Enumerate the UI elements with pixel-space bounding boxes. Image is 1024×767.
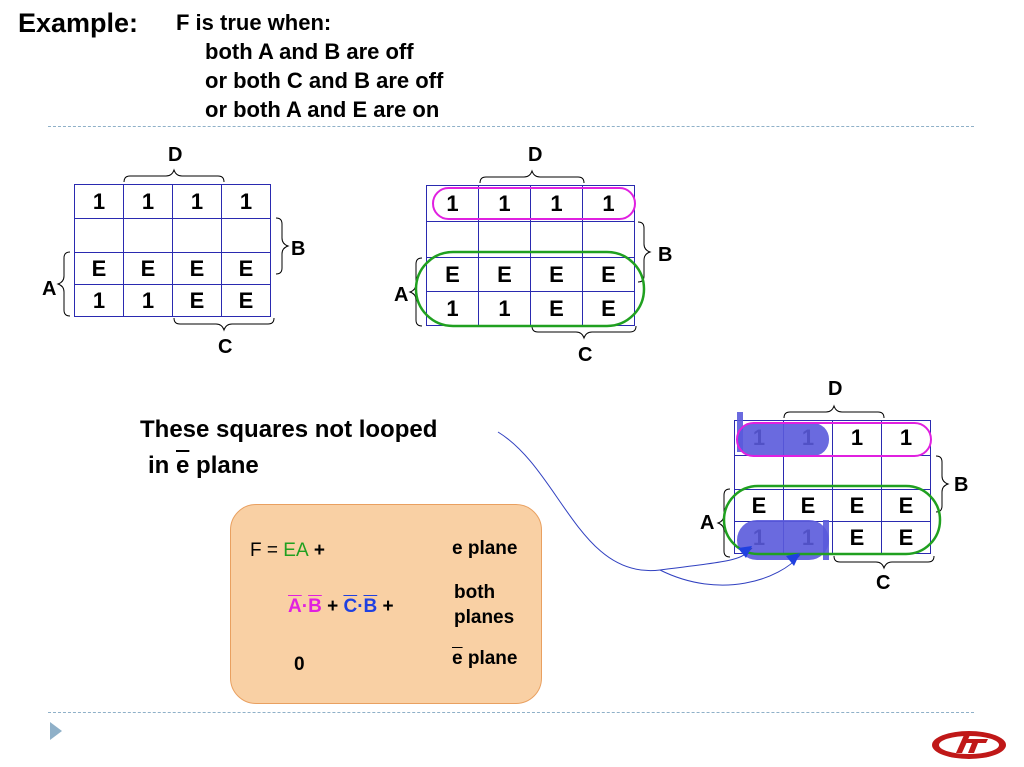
f-c-bar: C [343,596,358,617]
label-a: A [394,284,409,306]
brace-d [479,169,585,184]
brace-c [531,325,637,340]
shaded-column-strip [823,520,829,560]
divider-top [48,126,974,127]
condition-line: both A and B are off [205,39,414,64]
kmap-cell: E [881,489,931,522]
kmap-cell: 1 [221,184,271,219]
label-c: C [578,344,593,366]
condition-line: or both C and B are off [205,68,444,93]
arrow-head [738,546,752,558]
kmap-cell: E [734,489,784,522]
brace-text-2b: planes [454,607,515,628]
kmap-cell: 1 [478,291,531,326]
brace-text-1: e plane [452,538,518,559]
logo-icon [932,731,1006,759]
formula-line-1: F = EA + [250,540,325,562]
note-line-1: These squares not looped [140,416,438,443]
loop-magenta [432,187,636,220]
f-b-bar: B [308,596,322,617]
label-d: D [528,144,543,166]
kmap-cell: 1 [172,184,222,219]
kmap-cell: 1 [123,184,173,219]
kmap-1: 1 1 1 1 E E E E 1 1 E E [74,184,271,317]
label-b: B [291,238,306,260]
brace-a [56,251,71,317]
pointer-curve [497,431,753,572]
note-line-2: in e plane [148,452,259,480]
f-plus: + [308,540,325,561]
kmap-cell: 1 [426,185,479,222]
divider-bottom [48,712,974,713]
label-b: B [954,474,969,496]
label-d: D [168,144,183,166]
brace-b [275,217,290,275]
nav-arrow-icon[interactable] [50,722,62,740]
brace-a [716,488,731,558]
kmap-cell: 1 [74,284,124,317]
kmap-cell: E [172,284,222,317]
formula-zero: 0 [294,654,305,675]
brace-text-2a: both [454,582,496,603]
f-dot: · [301,596,309,617]
kmap-cell: E [221,252,271,285]
kmap-cell: E [74,252,124,285]
shaded-bottom-loop [737,520,829,560]
arrow-head [786,553,800,566]
brace3-rest: plane [462,648,518,669]
f-end-plus: + [377,596,394,617]
kmap-cell: 1 [530,185,583,222]
note-var: e [176,452,190,479]
pointer-curve [659,554,801,586]
shaded-top-loop [737,423,829,456]
f-ea: EA [283,540,309,561]
note-suffix: plane [189,452,259,479]
kmap-cell: E [172,252,222,285]
f-dot: · [357,596,364,617]
formula-line-2: A·B + C·B + [288,596,394,618]
brace3-var: e [452,648,463,669]
f-a-bar: A [288,596,302,617]
brace-c [173,317,275,332]
kmap-cell: E [530,291,583,326]
kmap-cell [881,455,931,490]
loop-magenta [736,422,932,457]
brace-text-3: e plane [452,648,517,670]
slide-title: Example: [18,8,139,38]
brace-d [123,168,225,183]
kmap-cell: E [221,284,271,317]
note-prefix: in [148,452,176,479]
loop-green [414,250,646,328]
f-b-bar: B [363,596,378,617]
f-mid-plus: + [321,596,344,617]
brace-c [833,555,935,570]
condition-line: or both A and E are on [205,97,440,122]
label-c: C [218,336,233,358]
label-c: C [876,572,891,594]
label-a: A [700,512,715,534]
kmap-cell: 1 [832,420,882,456]
formula-box [230,504,542,704]
kmap-cell: E [123,252,173,285]
label-a: A [42,278,57,300]
f-eq: F = [250,540,284,561]
brace-d [783,404,885,419]
kmap-cell: E [832,489,882,522]
kmap-cell: E [530,257,583,292]
brace-b [935,455,950,513]
label-d: D [828,378,843,400]
brace-a [408,257,423,327]
condition-line: F is true when: [176,10,332,35]
shaded-column-strip [737,412,743,452]
loop-green [722,484,942,556]
label-b: B [658,244,673,266]
